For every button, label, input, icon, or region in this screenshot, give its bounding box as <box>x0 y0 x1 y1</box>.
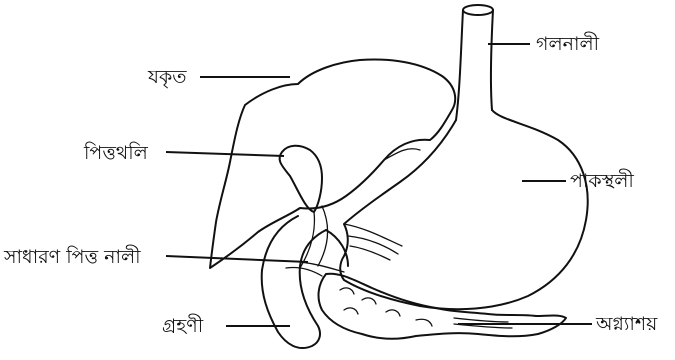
gallbladder-outline <box>280 146 322 212</box>
esophagus-tube <box>456 5 493 120</box>
stomach-outline <box>340 110 587 309</box>
label-esophagus: গলনালী <box>536 32 600 55</box>
duodenum-outline <box>262 216 348 348</box>
bile-duct-leader <box>166 256 308 262</box>
liver-outline <box>210 60 455 268</box>
leader-lines <box>166 44 592 326</box>
label-stomach: পাকস্থলী <box>570 169 634 192</box>
bile-duct <box>286 206 344 276</box>
pancreas-outline <box>319 274 566 339</box>
label-pancreas: অগ্ন্যাশয় <box>595 313 658 335</box>
label-common-bile-duct: সাধারণ পিত্ত নালী <box>3 245 141 268</box>
label-liver: যকৃত <box>147 66 187 89</box>
gallbladder-leader <box>166 152 284 156</box>
label-duodenum: গ্রহণী <box>162 314 204 337</box>
label-gallbladder: পিত্তথলি <box>83 142 149 164</box>
